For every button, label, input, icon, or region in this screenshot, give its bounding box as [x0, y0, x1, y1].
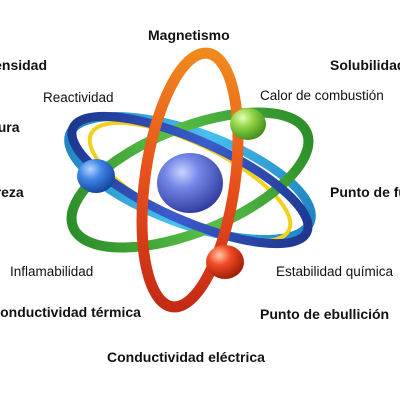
orbit-blue — [67, 111, 313, 249]
label-left-upper: Textura — [0, 119, 20, 135]
label-densidad: Densidad — [0, 57, 48, 73]
electron-red — [206, 245, 244, 279]
label-punto-fusion: Punto de fusión — [330, 184, 400, 200]
label-magnetismo: Magnetismo — [148, 27, 230, 43]
orbit-orange — [136, 47, 244, 313]
label-inflamabilidad: Inflamabilidad — [10, 264, 94, 279]
label-conductividad-electrica: Conductividad eléctrica — [107, 349, 265, 365]
electron-blue — [77, 159, 115, 193]
electron-green — [230, 108, 266, 140]
label-reactividad: Reactividad — [43, 90, 114, 105]
label-solubilidad: Solubilidad — [330, 57, 400, 73]
label-punto-ebullicion: Punto de ebullición — [260, 306, 390, 322]
label-calor-combustion: Calor de combustión — [260, 88, 384, 103]
label-estabilidad-quimica: Estabilidad química — [276, 264, 394, 279]
nucleus — [157, 153, 223, 213]
label-left-lower: Dureza — [0, 184, 24, 200]
label-conductividad-termica: Conductividad térmica — [0, 304, 141, 320]
